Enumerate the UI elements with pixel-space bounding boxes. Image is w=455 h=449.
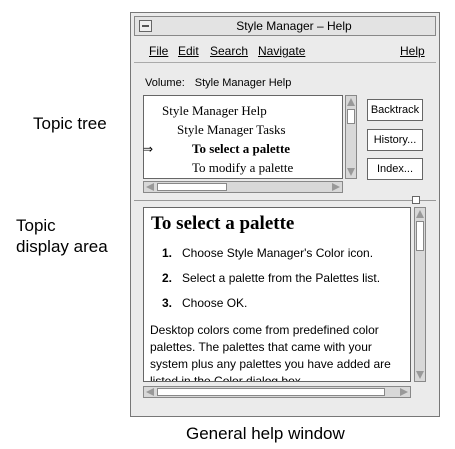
callout-line-1: Topic [16,216,56,235]
menu-navigate[interactable]: Navigate [258,44,306,58]
tree-item-to-select-a-palette[interactable]: To select a palette [192,141,291,156]
menu-edit[interactable]: Edit [178,44,199,58]
menu-bar: File Edit Search Navigate Help [134,40,436,63]
topic-display-area[interactable]: To select a palette 1. Choose Style Manag… [143,207,411,382]
menu-file[interactable]: File [149,44,169,58]
window-title: Style Manager – Help [236,19,352,33]
scroll-down-arrow-icon[interactable] [347,168,355,176]
help-window: Style Manager – Help File Edit Search Na… [130,12,440,417]
scroll-right-arrow-icon[interactable] [400,388,408,396]
step-text: Choose Style Manager's Color icon. [182,246,374,260]
tree-item-style-manager-tasks[interactable]: Style Manager Tasks [177,122,286,137]
tree-item-to-modify-a-palette[interactable]: To modify a palette [192,160,294,175]
topic-display-vertical-scrollbar[interactable] [414,207,426,382]
step-number: 3. [162,296,173,310]
topic-tree-horizontal-scrollbar[interactable] [143,181,343,193]
window-menu-icon[interactable] [139,20,152,32]
title-bar[interactable]: Style Manager – Help [134,16,436,36]
scroll-left-arrow-icon[interactable] [146,388,154,396]
scroll-down-arrow-icon[interactable] [416,371,424,379]
step-item: 3. Choose OK. [162,296,247,310]
tree-item-style-manager-help[interactable]: Style Manager Help [162,103,267,118]
topic-tree[interactable]: Style Manager Help Style Manager Tasks T… [143,95,343,179]
step-item: 1. Choose Style Manager's Color icon. [162,246,373,260]
volume-label: Volume: [145,77,185,89]
backtrack-button[interactable]: Backtrack [367,99,423,121]
scroll-thumb[interactable] [157,388,385,396]
scroll-right-arrow-icon[interactable] [332,183,340,191]
menu-help[interactable]: Help [400,44,425,58]
figure-caption: General help window [186,424,345,443]
topic-display-horizontal-scrollbar[interactable] [143,386,411,398]
volume-row: Volume: Style Manager Help [145,77,291,89]
step-text: Select a palette from the Palettes list. [182,271,381,285]
index-button[interactable]: Index... [367,158,423,180]
history-button[interactable]: History... [367,129,423,151]
scroll-thumb[interactable] [157,183,227,191]
scroll-up-arrow-icon[interactable] [347,98,355,106]
callout-line-2: display area [16,237,108,256]
menu-search[interactable]: Search [210,44,249,58]
topic-title: To select a palette [151,213,295,234]
scroll-up-arrow-icon[interactable] [416,210,424,218]
step-number: 2. [162,271,173,285]
scroll-left-arrow-icon[interactable] [146,183,154,191]
topic-tree-vertical-scrollbar[interactable] [345,95,357,179]
scroll-thumb[interactable] [347,109,355,124]
callout-topic-tree: Topic tree [33,114,107,133]
step-item: 2. Select a palette from the Palettes lis… [162,271,380,285]
scroll-thumb[interactable] [416,221,424,251]
pane-separator [134,200,436,201]
step-number: 1. [162,246,173,260]
volume-value: Style Manager Help [194,77,292,89]
step-text: Choose OK. [182,296,248,310]
callout-topic-display-area: Topic display area [16,215,108,257]
topic-paragraph: Desktop colors come from predefined colo… [150,323,391,382]
pane-sash-handle[interactable] [412,196,420,204]
current-topic-arrow-icon: ⇒ [143,142,154,156]
